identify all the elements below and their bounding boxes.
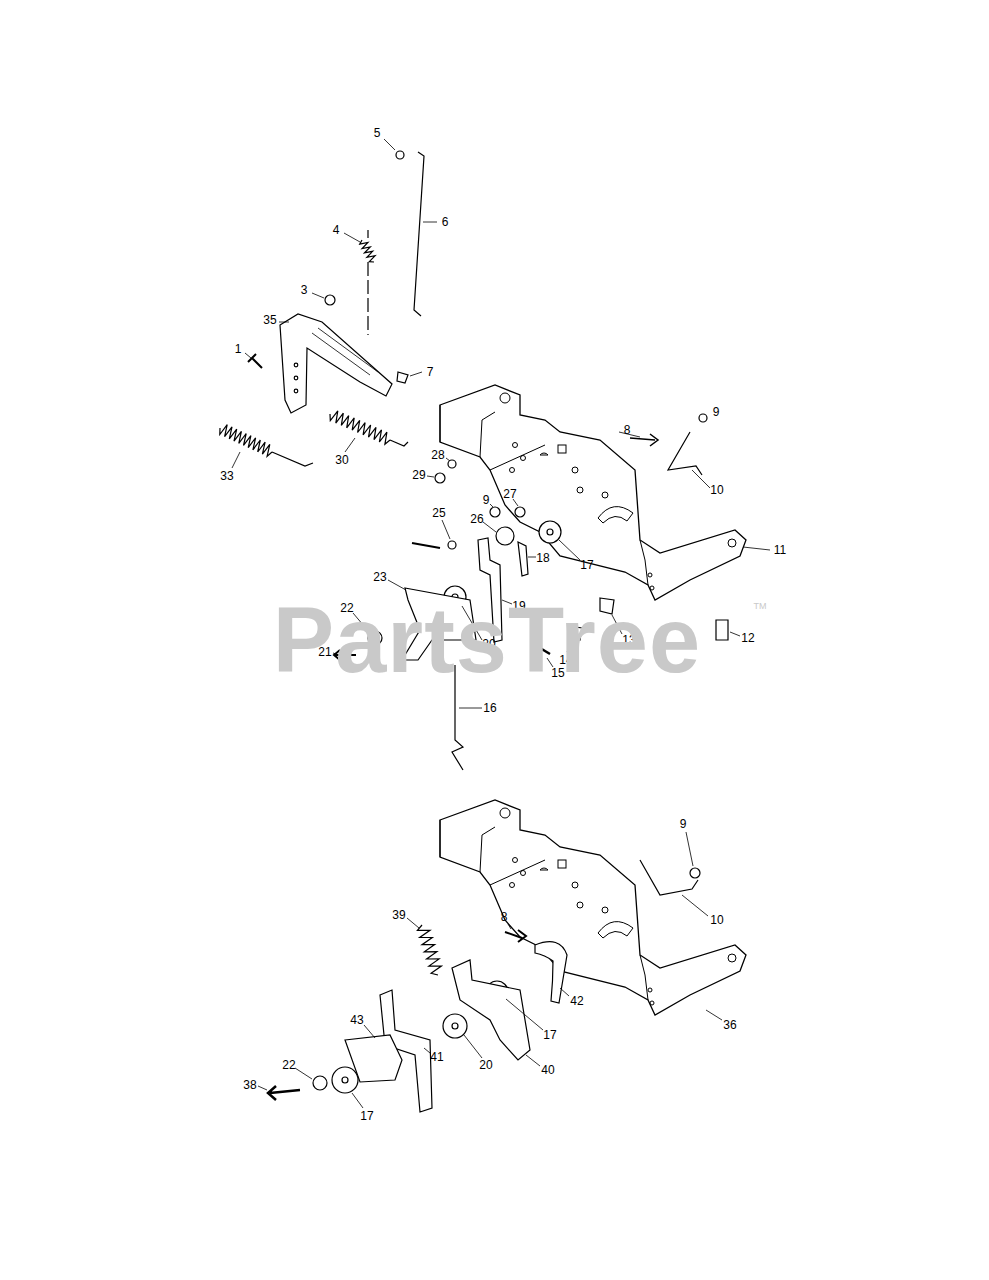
linkage-parts (690, 868, 700, 878)
callout-number: 25 (432, 507, 445, 519)
callout-number: 9 (483, 494, 490, 506)
callout-number: 16 (483, 702, 496, 714)
callout-number: 41 (430, 1051, 443, 1063)
callout-number: 6 (442, 216, 449, 228)
linkage-parts (367, 230, 368, 335)
linkage-parts (396, 151, 404, 159)
linkage-parts (448, 460, 456, 468)
linkage-parts (294, 389, 298, 393)
linkage-parts (417, 925, 441, 975)
linkage-parts (668, 432, 702, 475)
linkage-parts (412, 543, 440, 548)
callout-number: 30 (335, 454, 348, 466)
callout-number: 26 (470, 513, 483, 525)
linkage-parts (272, 452, 313, 466)
linkage-parts (435, 473, 445, 483)
linkage-parts (330, 411, 390, 444)
callout-number: 40 (541, 1064, 554, 1076)
linkage-parts (414, 152, 424, 316)
callout-number: 18 (536, 552, 549, 564)
callout-number: 10 (710, 484, 723, 496)
callout-number: 8 (501, 911, 508, 923)
linkage-parts (360, 240, 375, 262)
callout-number: 8 (624, 424, 631, 436)
linkage-parts (716, 620, 728, 640)
callout-number: 3 (301, 284, 308, 296)
linkage-parts (280, 314, 392, 413)
linkage-parts (294, 363, 298, 367)
linkage-parts (325, 295, 335, 305)
linkage-parts (448, 541, 456, 549)
linkage-parts (505, 930, 526, 942)
callout-number: 17 (543, 1029, 556, 1041)
linkage-parts (699, 414, 707, 422)
callout-number: 23 (373, 571, 386, 583)
callout-number: 35 (263, 314, 276, 326)
watermark: PartsTree (273, 594, 701, 686)
callout-number: 28 (431, 449, 444, 461)
linkage-parts (547, 529, 553, 535)
callout-number: 33 (220, 470, 233, 482)
callout-number: 39 (392, 909, 405, 921)
linkage-parts (268, 1086, 300, 1100)
linkage-parts (640, 860, 698, 895)
callout-number: 11 (774, 544, 786, 556)
linkage-parts (490, 507, 500, 517)
callout-number: 36 (723, 1019, 736, 1031)
linkage-parts (452, 1023, 458, 1029)
callout-number: 42 (570, 995, 583, 1007)
callout-number: 1 (235, 343, 242, 355)
callout-number: 9 (680, 818, 687, 830)
control-bracket (440, 385, 746, 1015)
callout-number: 10 (710, 914, 723, 926)
callout-number: 7 (427, 366, 434, 378)
callout-number: 17 (580, 559, 593, 571)
linkage-parts (342, 1077, 348, 1083)
linkage-parts (294, 376, 298, 380)
linkage-parts (515, 507, 525, 517)
linkage-parts (452, 960, 530, 1060)
linkage-parts (220, 425, 272, 457)
linkage-parts (312, 328, 378, 375)
callout-number: 5 (374, 127, 381, 139)
linkage-parts (390, 440, 408, 446)
callout-number: 43 (350, 1014, 363, 1026)
linkage-parts (332, 1067, 358, 1093)
trademark: TM (754, 602, 767, 611)
leader-lines (232, 139, 770, 1108)
linkage-parts (535, 942, 567, 1003)
linkage-parts (248, 354, 262, 368)
linkage-parts (397, 372, 408, 383)
callout-number: 17 (360, 1110, 373, 1122)
linkage-parts (496, 527, 514, 545)
linkage-parts (313, 1076, 327, 1090)
linkage-parts (220, 151, 728, 1112)
linkage-parts (443, 1014, 467, 1038)
callout-number: 12 (741, 632, 754, 644)
callout-number: 27 (503, 488, 516, 500)
linkage-parts (518, 542, 528, 576)
callout-number: 20 (479, 1059, 492, 1071)
callout-number: 29 (412, 469, 425, 481)
callout-number: 22 (282, 1059, 295, 1071)
callout-number: 4 (333, 224, 340, 236)
linkage-parts (539, 521, 561, 543)
callout-number: 38 (243, 1079, 256, 1091)
callout-number: 9 (713, 406, 720, 418)
